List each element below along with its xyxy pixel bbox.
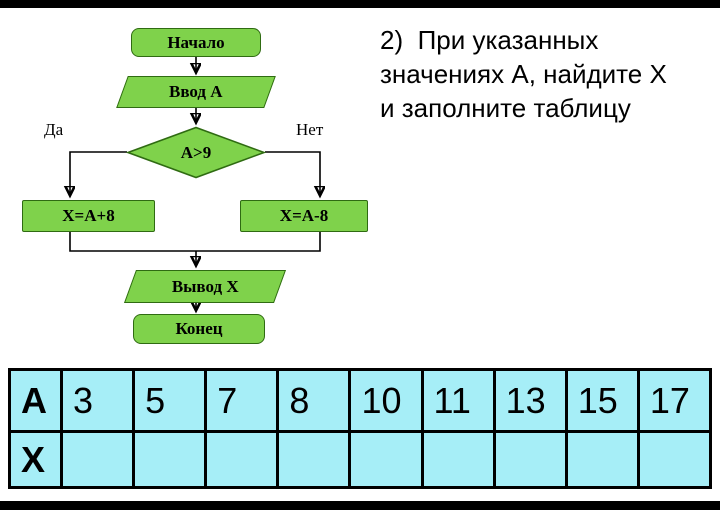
branch-no-label: Нет bbox=[296, 120, 324, 139]
flowchart-branch-yes-process: X=А+8 bbox=[22, 200, 155, 232]
table-cell-empty bbox=[59, 430, 136, 489]
table-row-a: А 3 5 7 8 10 11 13 15 17 bbox=[8, 368, 713, 433]
flowchart-input-label: Ввод А bbox=[169, 82, 223, 101]
table-cell-empty bbox=[204, 430, 280, 489]
flowchart-decision-diamond: А>9 bbox=[126, 126, 266, 179]
branch-yes-label: Да bbox=[44, 120, 64, 139]
flowchart-start-label: Начало bbox=[167, 32, 225, 52]
flowchart-start-terminator: Начало bbox=[131, 28, 261, 57]
table-cell-empty bbox=[420, 430, 496, 489]
flowchart-branch-no-process: X=А-8 bbox=[240, 200, 368, 232]
table-cell: 11 bbox=[420, 368, 496, 433]
branch-yes-formula: X=А+8 bbox=[62, 206, 115, 225]
table-cell: 3 bbox=[59, 368, 136, 433]
table-cell: 13 bbox=[492, 368, 568, 433]
values-table: А 3 5 7 8 10 11 13 15 17 Х bbox=[8, 368, 713, 489]
table-cell-empty bbox=[564, 430, 640, 489]
table-cell: 8 bbox=[276, 368, 352, 433]
table-cell: 17 bbox=[636, 368, 713, 433]
flowchart-input-parallelogram: Ввод А bbox=[116, 76, 276, 108]
top-border bbox=[0, 0, 720, 8]
row-header-a: А bbox=[8, 368, 63, 433]
flowchart-decision-label: А>9 bbox=[180, 142, 212, 162]
table-cell-empty bbox=[348, 430, 424, 489]
table-cell-empty bbox=[276, 430, 352, 489]
table-cell: 5 bbox=[132, 368, 208, 433]
flowchart-output-parallelogram: Вывод X bbox=[123, 270, 287, 303]
decision-diamond-shape bbox=[126, 126, 266, 179]
table-row-x: Х bbox=[8, 430, 713, 489]
flowchart-output-label: Вывод X bbox=[171, 276, 239, 296]
flowchart-end-terminator: Конец bbox=[133, 314, 265, 344]
flowchart-end-label: Конец bbox=[175, 319, 223, 338]
table-cell-empty bbox=[492, 430, 568, 489]
task-text: 2) При указанных значениях А, найдите Х … bbox=[380, 25, 667, 123]
branch-no-formula: X=А-8 bbox=[279, 206, 329, 225]
table-cell: 15 bbox=[564, 368, 640, 433]
table-cell: 10 bbox=[348, 368, 424, 433]
row-header-x: Х bbox=[8, 430, 63, 489]
table-cell-empty bbox=[132, 430, 208, 489]
bottom-border bbox=[0, 501, 720, 510]
table-cell: 7 bbox=[204, 368, 280, 433]
table-cell-empty bbox=[636, 430, 713, 489]
